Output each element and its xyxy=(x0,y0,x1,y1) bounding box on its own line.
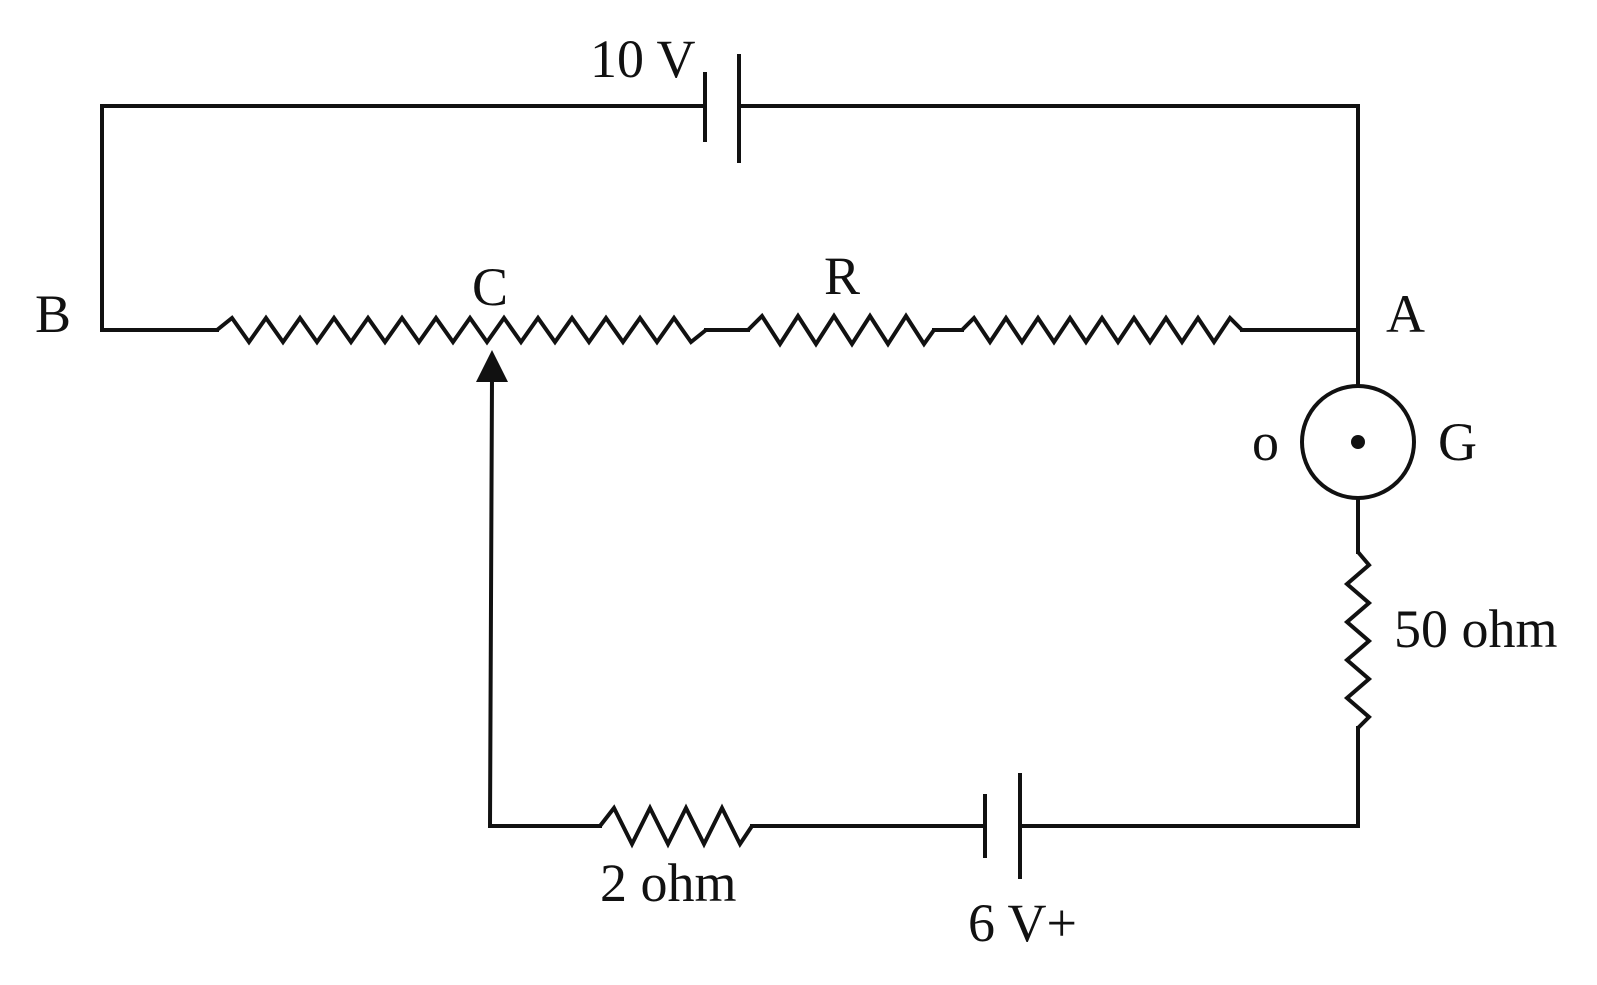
resistor-50-zigzag xyxy=(1343,550,1373,730)
resistor-r-zigzag xyxy=(746,312,936,348)
resistor-zigzag-right xyxy=(960,314,1244,346)
battery-6v-label: 6 V+ xyxy=(968,893,1077,953)
galvanometer-zero-label: o xyxy=(1252,412,1279,472)
node-c-label: C xyxy=(472,257,508,317)
resistor-50-label: 50 ohm xyxy=(1394,599,1558,659)
resistor-zigzag-left xyxy=(215,314,708,346)
galvanometer-dot xyxy=(1351,435,1365,449)
resistor-2-zigzag xyxy=(598,803,754,849)
top-left-wire xyxy=(100,104,705,332)
potentiometer-wire xyxy=(215,312,1360,348)
secondary-bottom-branch xyxy=(598,773,1022,879)
battery-10v xyxy=(703,54,741,163)
jockey-contact xyxy=(476,350,602,828)
secondary-right-branch xyxy=(1018,496,1373,828)
bottom-right-wire xyxy=(1018,726,1360,828)
node-b-label: B xyxy=(35,284,71,344)
labels: 10 V B C R A o G 50 ohm 2 ohm 6 V+ xyxy=(35,29,1558,953)
primary-circuit-wires xyxy=(100,104,1360,387)
jockey-wire xyxy=(487,375,602,828)
resistor-2-label: 2 ohm xyxy=(600,853,737,913)
resistor-r-label: R xyxy=(824,246,860,306)
galvanometer-label: G xyxy=(1438,412,1477,472)
node-a-label: A xyxy=(1386,284,1425,344)
jockey-arrowhead xyxy=(476,350,508,382)
battery-10v-label: 10 V xyxy=(590,29,696,89)
galvanometer xyxy=(1300,384,1416,500)
